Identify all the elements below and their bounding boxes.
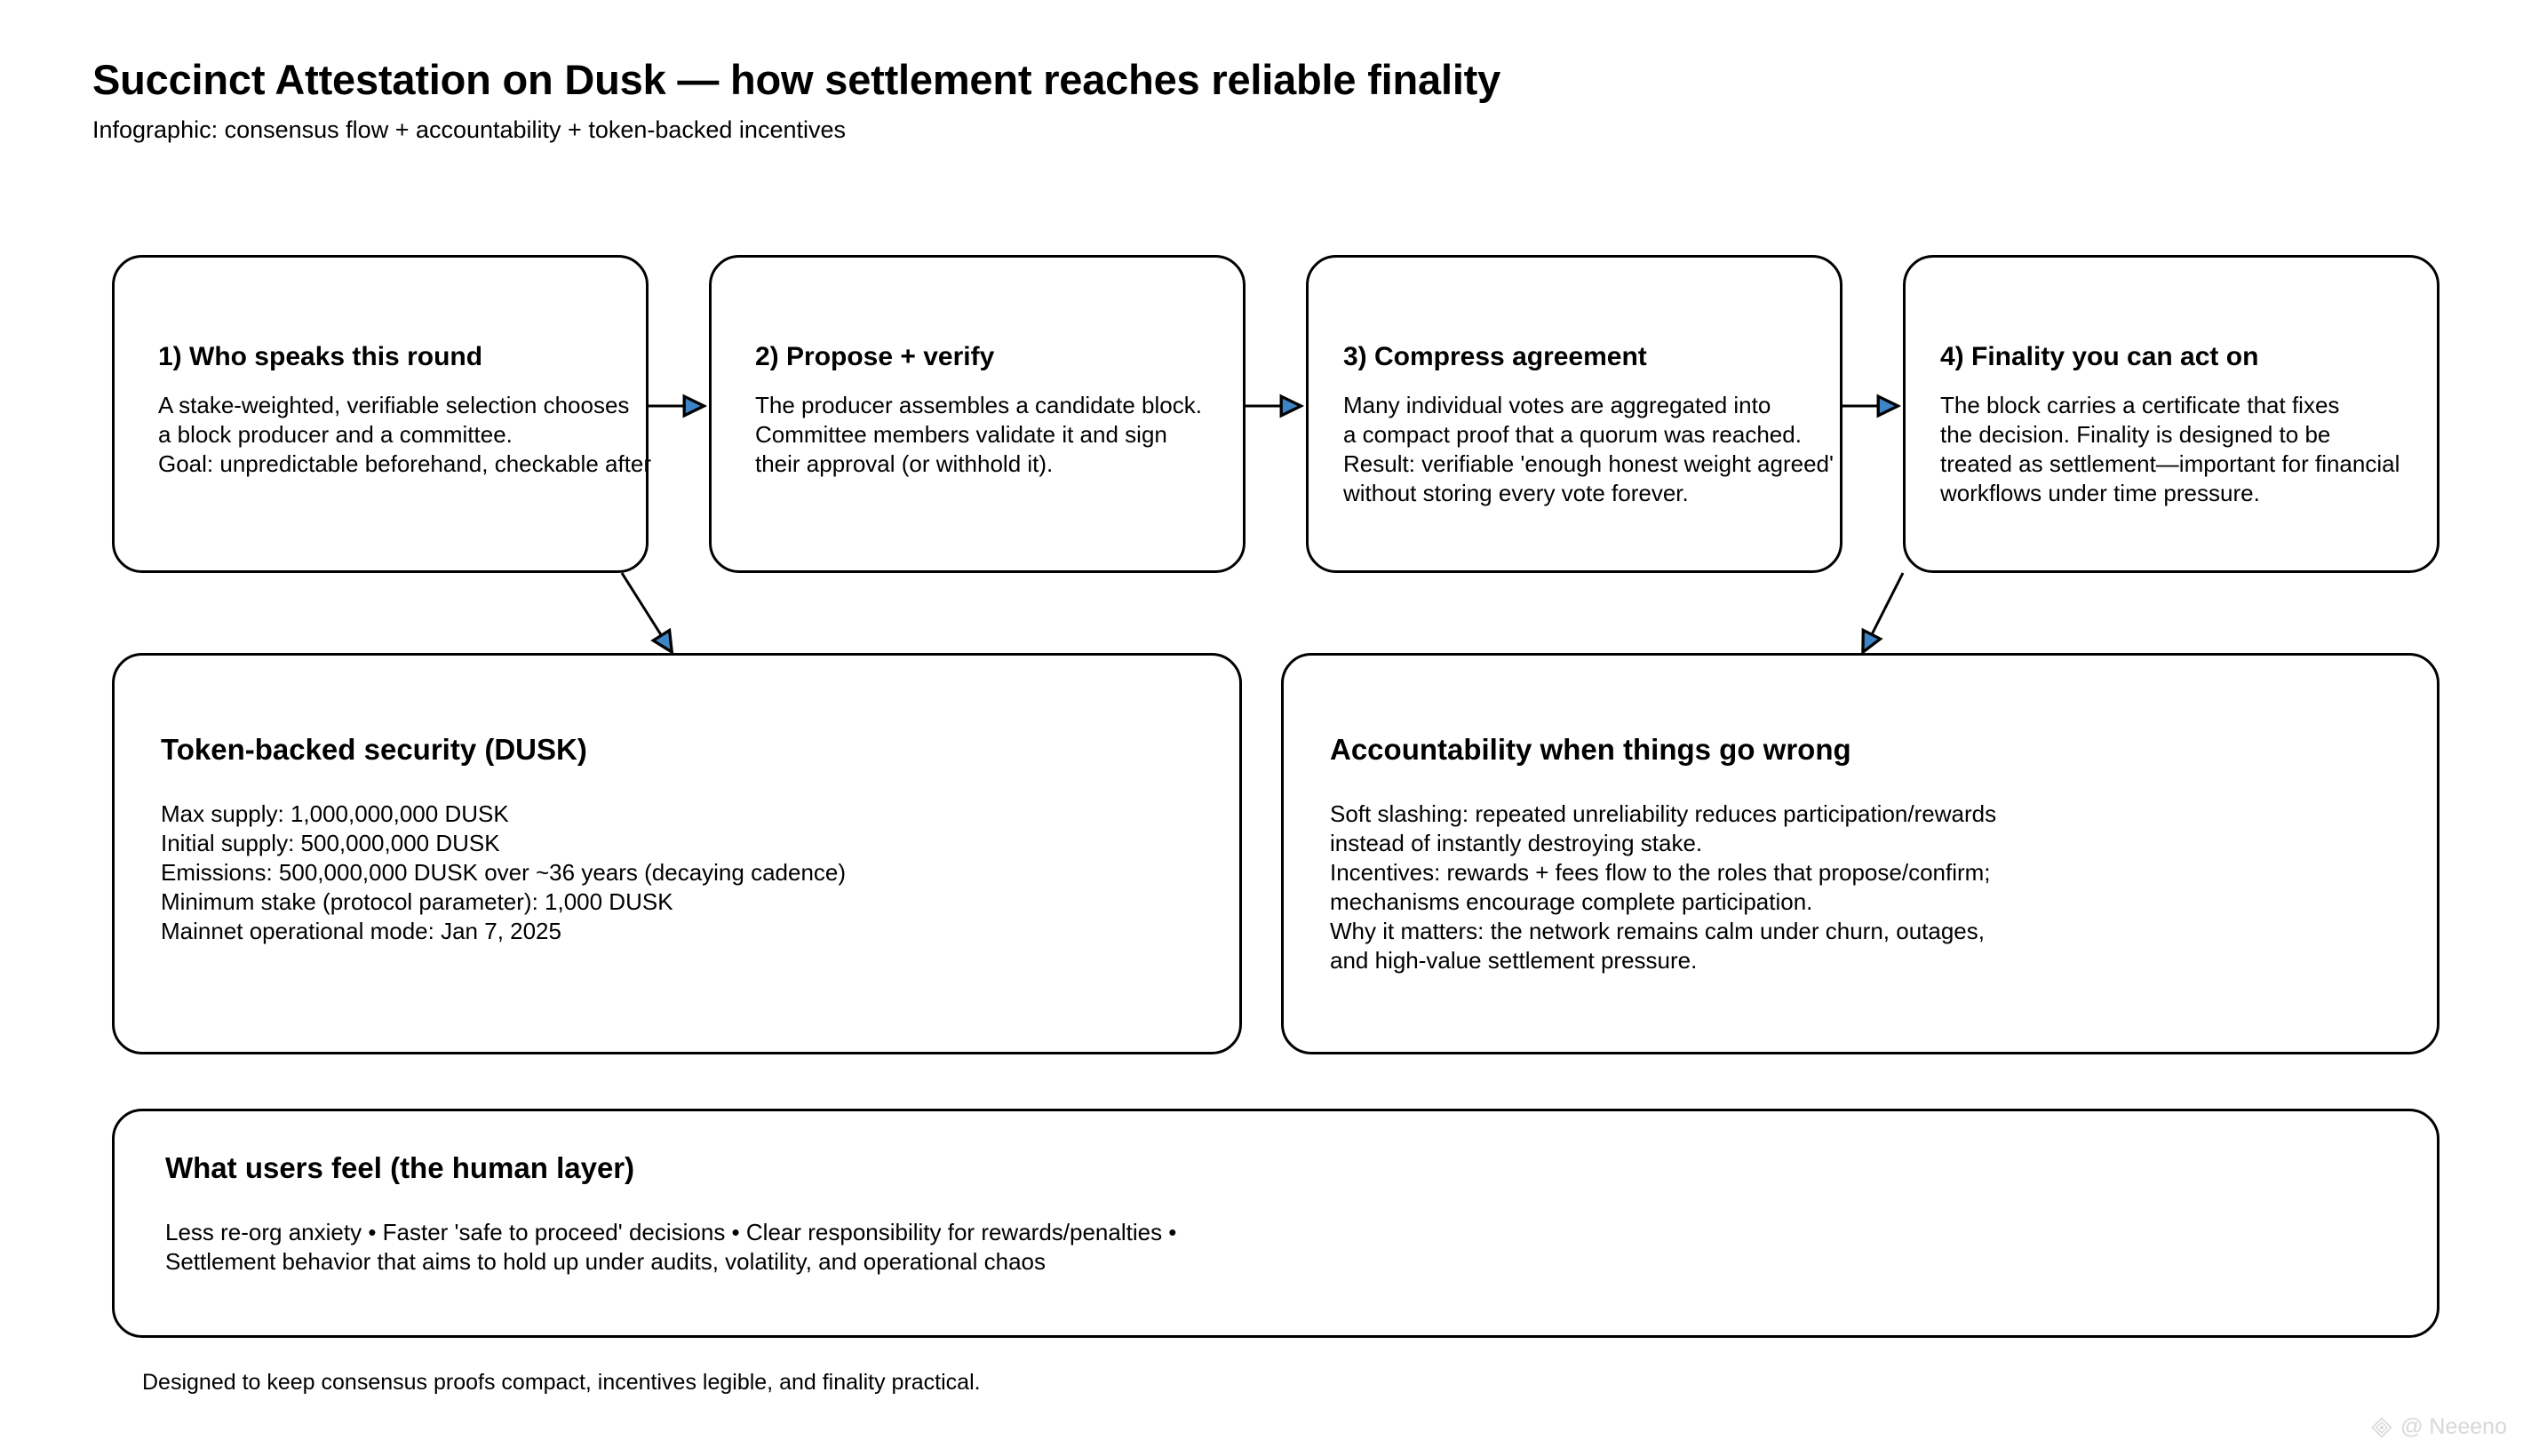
step-card-2-text: The producer assembles a candidate block… xyxy=(755,391,1202,479)
accountability-text: Soft slashing: repeated unreliability re… xyxy=(1330,800,1996,975)
token-security-title: Token-backed security (DUSK) xyxy=(161,733,587,766)
step-card-3-line-2: a compact proof that a quorum was reache… xyxy=(1343,421,1802,448)
token-security-card[interactable] xyxy=(112,653,1242,1054)
accountability-line-5: Why it matters: the network remains calm… xyxy=(1330,918,1985,944)
accountability-line-4: mechanisms encourage complete participat… xyxy=(1330,888,1813,915)
step-card-4-line-1: The block carries a certificate that fix… xyxy=(1940,392,2340,418)
step-card-1-title: 1) Who speaks this round xyxy=(158,342,483,371)
watermark: @ Neeeno xyxy=(2370,1414,2507,1440)
page-title: Succinct Attestation on Dusk — how settl… xyxy=(92,56,1501,103)
step-card-2-line-3: their approval (or withhold it). xyxy=(755,450,1054,477)
human-layer-line-2: Settlement behavior that aims to hold up… xyxy=(165,1248,1047,1275)
step-card-4-line-2: the decision. Finality is designed to be xyxy=(1940,421,2331,448)
human-layer-line-1: Less re-org anxiety • Faster 'safe to pr… xyxy=(165,1219,1177,1245)
accountability-line-2: instead of instantly destroying stake. xyxy=(1330,830,1703,856)
accountability-line-3: Incentives: rewards + fees flow to the r… xyxy=(1330,859,1991,886)
token-security-line-1: Max supply: 1,000,000,000 DUSK xyxy=(161,800,509,827)
token-security-line-3: Emissions: 500,000,000 DUSK over ~36 yea… xyxy=(161,859,847,886)
page-subtitle: Infographic: consensus flow + accountabi… xyxy=(92,116,846,143)
human-layer-title: What users feel (the human layer) xyxy=(165,1151,635,1184)
step-card-1-text: A stake-weighted, verifiable selection c… xyxy=(158,391,651,479)
accountability-card[interactable] xyxy=(1281,653,2439,1054)
accountability-title: Accountability when things go wrong xyxy=(1330,733,1851,766)
token-security-line-2: Initial supply: 500,000,000 DUSK xyxy=(161,830,500,856)
step-card-2-line-2: Committee members validate it and sign xyxy=(755,421,1167,448)
step-card-3-line-3: Result: verifiable 'enough honest weight… xyxy=(1343,450,1834,477)
human-layer-text: Less re-org anxiety • Faster 'safe to pr… xyxy=(165,1218,1176,1277)
step-card-1-line-2: a block producer and a committee. xyxy=(158,421,513,448)
step-card-2[interactable] xyxy=(709,255,1246,573)
step-card-3-title: 3) Compress agreement xyxy=(1343,342,1647,371)
watermark-label: @ Neeeno xyxy=(2400,1414,2507,1439)
accountability-line-1: Soft slashing: repeated unreliability re… xyxy=(1330,800,1997,827)
step-card-4-title: 4) Finality you can act on xyxy=(1940,342,2259,371)
step-card-1-line-3: Goal: unpredictable beforehand, checkabl… xyxy=(158,450,652,477)
step-card-3-text: Many individual votes are aggregated int… xyxy=(1343,391,1834,508)
step-card-1[interactable] xyxy=(112,255,649,573)
step-card-4-line-4: workflows under time pressure. xyxy=(1940,480,2260,506)
step-card-2-title: 2) Propose + verify xyxy=(755,342,995,371)
footer-note: Designed to keep consensus proofs compac… xyxy=(142,1370,981,1395)
step-card-1-line-1: A stake-weighted, verifiable selection c… xyxy=(158,392,630,418)
accountability-line-6: and high-value settlement pressure. xyxy=(1330,947,1698,974)
step-card-3-line-1: Many individual votes are aggregated int… xyxy=(1343,392,1771,418)
token-security-text: Max supply: 1,000,000,000 DUSK Initial s… xyxy=(161,800,846,946)
step-card-4-line-3: treated as settlement—important for fina… xyxy=(1940,450,2400,477)
diamond-logo-icon xyxy=(2370,1416,2393,1439)
human-layer-card[interactable] xyxy=(112,1109,2439,1338)
step-card-4-text: The block carries a certificate that fix… xyxy=(1940,391,2400,508)
token-security-line-5: Mainnet operational mode: Jan 7, 2025 xyxy=(161,918,561,944)
step-card-3[interactable] xyxy=(1306,255,1843,573)
step-card-2-line-1: The producer assembles a candidate block… xyxy=(755,392,1202,418)
step-card-3-line-4: without storing every vote forever. xyxy=(1343,480,1689,506)
token-security-line-4: Minimum stake (protocol parameter): 1,00… xyxy=(161,888,673,915)
step-card-4[interactable] xyxy=(1903,255,2439,573)
